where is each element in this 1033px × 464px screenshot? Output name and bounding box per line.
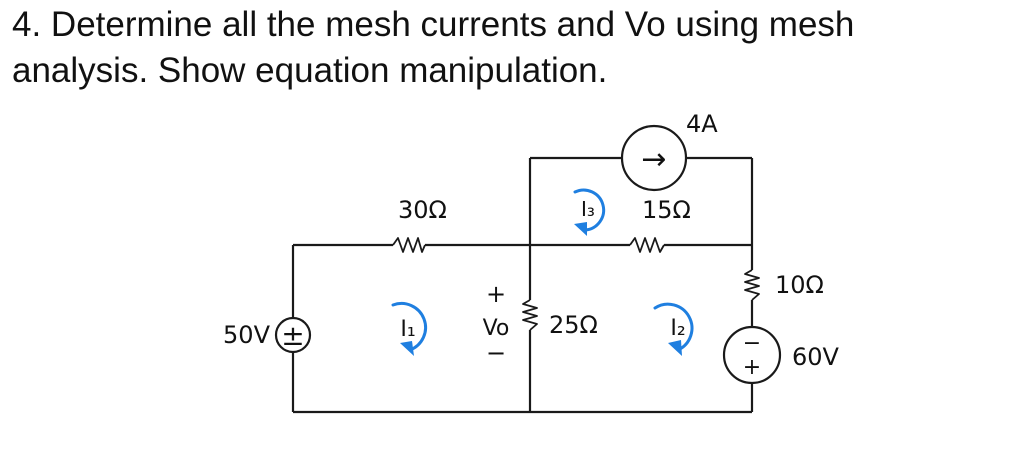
mesh-i3-arrowhead-icon	[574, 222, 587, 236]
question-line-1: 4. Determine all the mesh currents and V…	[12, 5, 855, 44]
mesh-i3-arc	[573, 188, 606, 232]
mesh-i1-arrowhead-icon	[400, 341, 414, 356]
resistor-25	[522, 299, 538, 331]
label-30-ohm: 30Ω	[398, 196, 447, 224]
mesh-current-i3: I₃	[573, 188, 606, 236]
resistor-15	[629, 237, 665, 253]
label-15-ohm: 15Ω	[642, 196, 691, 224]
question-text: 4. Determine all the mesh currents and V…	[12, 2, 1022, 94]
current-source-arrow-icon: →	[641, 142, 666, 177]
mesh-i1-label: I₁	[400, 317, 415, 342]
mesh-i2-arc	[653, 302, 694, 352]
current-source-4a	[620, 124, 688, 192]
vo-label: Vo	[483, 316, 510, 341]
label-50v: 50V	[223, 321, 271, 349]
vo-plus: +	[486, 280, 506, 308]
mesh-i2-arrowhead-icon	[668, 340, 682, 356]
question-line-2: analysis. Show equation manipulation.	[12, 51, 608, 90]
mesh-i1-arc	[391, 301, 428, 352]
source-50v-sign: ±	[281, 319, 304, 352]
label-10-ohm: 10Ω	[775, 271, 824, 299]
voltage-source-50v	[274, 316, 312, 354]
mesh-i2-label: I₂	[670, 316, 685, 341]
resistor-30	[392, 237, 426, 253]
source-60v-plus: +	[743, 355, 761, 380]
resistor-10	[744, 269, 760, 301]
mesh-current-i1: I₁	[391, 301, 428, 356]
label-25-ohm: 25Ω	[549, 311, 598, 339]
label-60v: 60V	[792, 343, 840, 371]
mesh-current-i2: I₂	[653, 302, 694, 356]
voltage-source-60v	[722, 325, 782, 385]
source-60v-minus: −	[743, 331, 761, 356]
mesh-i3-label: I₃	[581, 197, 595, 221]
wires	[291, 156, 754, 414]
vo-minus: −	[486, 339, 506, 367]
label-4a: 4A	[686, 110, 718, 138]
